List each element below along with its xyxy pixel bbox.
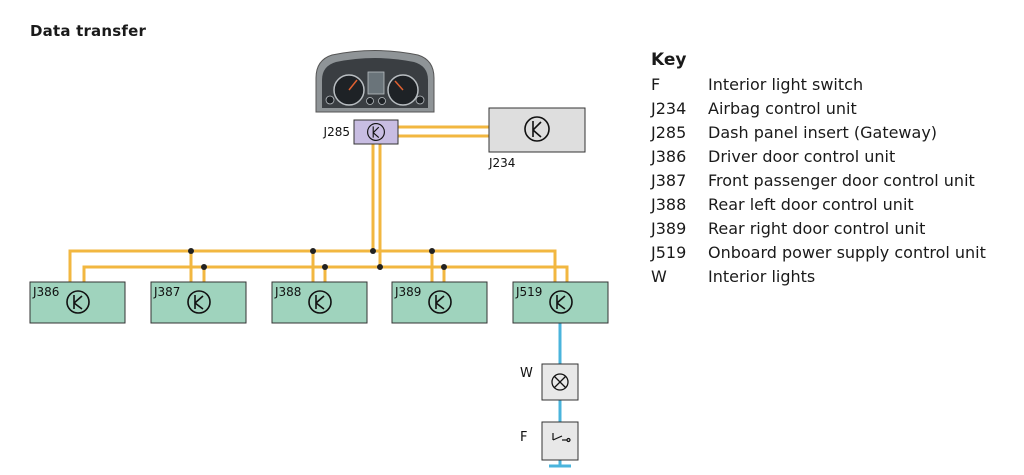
airbag-label: J234 <box>488 156 515 170</box>
gateway-module: J285 <box>323 119 399 145</box>
airbag-control-unit: J234 <box>488 107 586 170</box>
key-row: J387 Front passenger door control unit <box>651 169 998 193</box>
lights-label: W <box>520 366 533 381</box>
can-bus-icon <box>549 290 573 314</box>
can-bus-icon <box>524 116 550 142</box>
unit-label: J389 <box>394 285 421 299</box>
lamp-icon <box>551 373 569 391</box>
key-heading: Key <box>651 50 687 70</box>
lin-wiring <box>549 323 571 468</box>
control-unit-j519: J519 <box>512 281 609 324</box>
key-row: W Interior lights <box>651 265 998 289</box>
key-desc: Onboard power supply control unit <box>708 243 986 262</box>
key-legend: Key F Interior light switch J234 Airbag … <box>651 48 998 289</box>
junction-dots <box>188 248 447 270</box>
dash-panel-insert <box>315 50 435 113</box>
key-desc: Front passenger door control unit <box>708 171 975 190</box>
diagram-title: Data transfer <box>30 22 147 40</box>
control-unit-j389: J389 <box>391 281 488 324</box>
key-code: J386 <box>651 147 687 166</box>
key-desc: Rear right door control unit <box>708 219 926 238</box>
key-desc: Rear left door control unit <box>708 195 914 214</box>
key-desc: Dash panel insert (Gateway) <box>708 123 938 142</box>
unit-label: J519 <box>515 285 542 299</box>
can-bus-icon <box>428 290 452 314</box>
key-code: J519 <box>651 243 687 262</box>
can-bus-icon <box>187 290 211 314</box>
interior-lights: W <box>520 363 579 401</box>
gateway-label: J285 <box>323 125 350 139</box>
switch-icon <box>552 433 571 443</box>
key-row: J285 Dash panel insert (Gateway) <box>651 121 998 145</box>
control-unit-j388: J388 <box>271 281 368 324</box>
key-row: F Interior light switch <box>651 73 998 97</box>
key-code: J234 <box>651 99 687 118</box>
interior-light-switch: F <box>520 421 579 461</box>
key-row: J389 Rear right door control unit <box>651 217 998 241</box>
can-bus-icon <box>308 290 332 314</box>
key-row: J519 Onboard power supply control unit <box>651 241 998 265</box>
control-unit-j387: J387 <box>150 281 247 324</box>
can-bus-icon <box>367 123 385 141</box>
key-code: J389 <box>651 219 687 238</box>
key-desc: Driver door control unit <box>708 147 896 166</box>
key-row: J234 Airbag control unit <box>651 97 998 121</box>
key-row: J386 Driver door control unit <box>651 145 998 169</box>
unit-label: J386 <box>32 285 59 299</box>
key-code: J388 <box>651 195 687 214</box>
key-code: J285 <box>651 123 687 142</box>
key-code: W <box>651 267 667 286</box>
key-desc: Interior lights <box>708 267 816 286</box>
key-code: J387 <box>651 171 687 190</box>
unit-label: J388 <box>274 285 301 299</box>
key-row: J388 Rear left door control unit <box>651 193 998 217</box>
unit-label: J387 <box>153 285 180 299</box>
switch-label: F <box>520 430 527 445</box>
can-bus-icon <box>66 290 90 314</box>
data-transfer-diagram: J285 J234 J386 J387 <box>29 50 609 468</box>
key-desc: Airbag control unit <box>708 99 857 118</box>
control-unit-j386: J386 <box>29 281 126 324</box>
key-desc: Interior light switch <box>708 75 864 94</box>
key-code: F <box>651 75 661 94</box>
